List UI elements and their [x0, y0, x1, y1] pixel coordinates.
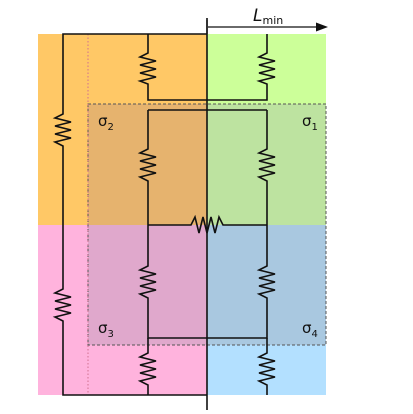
resistor-top-left — [137, 50, 157, 86]
sigma1-subscript: 1 — [312, 122, 318, 133]
resistor-inner-left-top — [137, 145, 157, 183]
sigma3-base: σ — [98, 319, 108, 337]
resistor-middle-horizontal — [188, 214, 226, 234]
top-loop-wire — [147, 34, 268, 101]
sigma1-label: σ1 — [302, 112, 318, 133]
outer-left-wire — [62, 33, 207, 396]
sigma2-subscript: 2 — [108, 122, 114, 133]
sigma3-label: σ3 — [98, 319, 114, 340]
resistor-outer-left-top — [52, 110, 72, 150]
sigma1-base: σ — [302, 112, 312, 130]
resistor-bottom-right — [256, 350, 276, 388]
sigma3-subscript: 3 — [108, 329, 114, 340]
sigma2-label: σ2 — [98, 112, 114, 133]
resistor-top-right — [256, 50, 276, 86]
resistor-inner-left-bottom — [137, 262, 157, 303]
inner-circuit-wire — [147, 109, 268, 339]
lmin-subscript: min — [262, 14, 283, 27]
lmin-base: L — [253, 6, 262, 26]
resistor-outer-left-bottom — [52, 285, 72, 325]
resistor-inner-right-top — [256, 145, 276, 183]
lmin-label: Lmin — [253, 6, 283, 27]
lmin-arrow-head — [316, 22, 328, 32]
sigma4-subscript: 4 — [312, 329, 318, 340]
resistor-inner-right-bottom — [256, 262, 276, 303]
sigma4-base: σ — [302, 319, 312, 337]
bottom-loop-wire — [147, 338, 268, 395]
sigma4-label: σ4 — [302, 319, 318, 340]
sigma2-base: σ — [98, 112, 108, 130]
resistor-bottom-left — [137, 350, 157, 388]
